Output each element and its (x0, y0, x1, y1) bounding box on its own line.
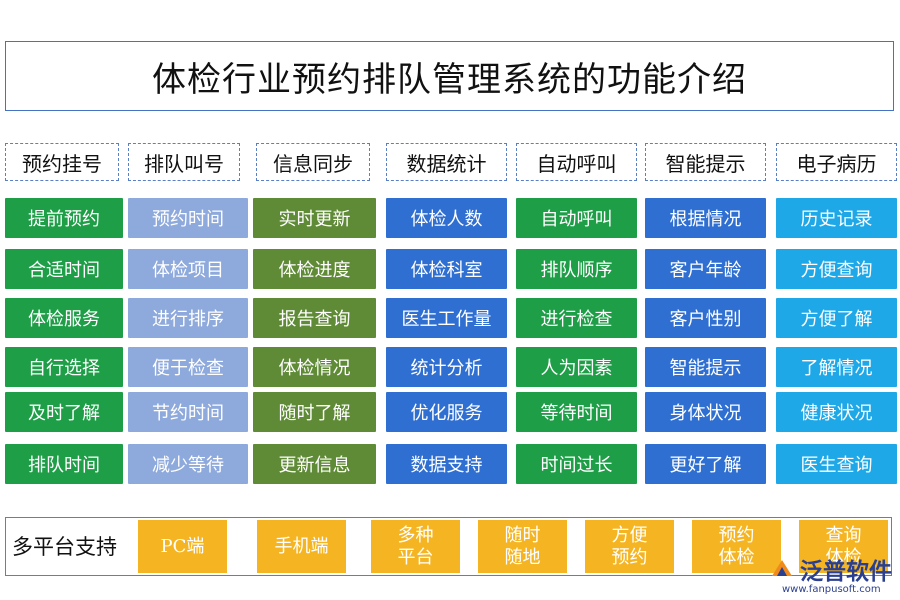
feature-cell: 合适时间 (5, 249, 123, 289)
feature-cell: 人为因素 (516, 347, 637, 387)
feature-cell: 身体状况 (645, 392, 766, 432)
brand-name: 泛普软件 (800, 559, 892, 585)
feature-cell: 方便了解 (776, 298, 897, 338)
platform-item: 手机端 (257, 520, 346, 573)
platform-item: 多种 平台 (371, 520, 460, 573)
feature-cell: 统计分析 (386, 347, 507, 387)
feature-cell: 智能提示 (645, 347, 766, 387)
feature-cell: 体检情况 (253, 347, 376, 387)
feature-cell: 优化服务 (386, 392, 507, 432)
feature-cell: 进行检查 (516, 298, 637, 338)
feature-cell: 节约时间 (128, 392, 248, 432)
feature-cell: 进行排序 (128, 298, 248, 338)
column-header: 数据统计 (386, 143, 507, 181)
feature-cell: 医生工作量 (386, 298, 507, 338)
feature-cell: 方便查询 (776, 249, 897, 289)
feature-cell: 时间过长 (516, 444, 637, 484)
feature-cell: 等待时间 (516, 392, 637, 432)
feature-cell: 更好了解 (645, 444, 766, 484)
feature-cell: 报告查询 (253, 298, 376, 338)
feature-cell: 提前预约 (5, 198, 123, 238)
platform-label: 多平台支持 (12, 535, 117, 559)
feature-cell: 健康状况 (776, 392, 897, 432)
feature-cell: 体检进度 (253, 249, 376, 289)
feature-cell: 历史记录 (776, 198, 897, 238)
feature-cell: 排队时间 (5, 444, 123, 484)
column-header: 信息同步 (256, 143, 370, 181)
feature-cell: 自动呼叫 (516, 198, 637, 238)
fanpu-logo-icon (772, 560, 792, 576)
feature-cell: 根据情况 (645, 198, 766, 238)
column-header: 预约挂号 (5, 143, 119, 181)
feature-cell: 数据支持 (386, 444, 507, 484)
feature-cell: 客户年龄 (645, 249, 766, 289)
feature-cell: 医生查询 (776, 444, 897, 484)
platform-item: 查询 体检 (799, 520, 888, 573)
feature-cell: 预约时间 (128, 198, 248, 238)
feature-cell: 随时了解 (253, 392, 376, 432)
feature-cell: 排队顺序 (516, 249, 637, 289)
feature-cell: 体检项目 (128, 249, 248, 289)
feature-cell: 体检人数 (386, 198, 507, 238)
page-title: 体检行业预约排队管理系统的功能介绍 (5, 41, 894, 111)
column-header: 自动呼叫 (516, 143, 637, 181)
platform-item: 预约 体检 (692, 520, 781, 573)
platform-item: PC端 (138, 520, 227, 573)
column-header: 电子病历 (776, 143, 897, 181)
brand-url: www.fanpusoft.com (782, 584, 881, 595)
column-header: 智能提示 (645, 143, 766, 181)
brand-logo: 泛普软件 www.fanpusoft.com (768, 550, 898, 596)
feature-cell: 更新信息 (253, 444, 376, 484)
feature-cell: 实时更新 (253, 198, 376, 238)
feature-cell: 体检科室 (386, 249, 507, 289)
column-header: 排队叫号 (128, 143, 240, 181)
platform-item: 方便 预约 (585, 520, 674, 573)
feature-cell: 自行选择 (5, 347, 123, 387)
feature-cell: 减少等待 (128, 444, 248, 484)
feature-cell: 便于检查 (128, 347, 248, 387)
platform-item: 随时 随地 (478, 520, 567, 573)
feature-cell: 了解情况 (776, 347, 897, 387)
platform-panel (5, 517, 892, 576)
feature-cell: 客户性别 (645, 298, 766, 338)
feature-cell: 及时了解 (5, 392, 123, 432)
feature-cell: 体检服务 (5, 298, 123, 338)
